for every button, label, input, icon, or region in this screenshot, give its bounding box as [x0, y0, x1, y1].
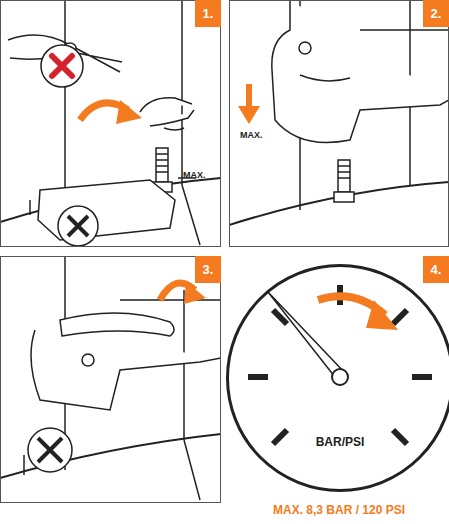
gauge-ticks — [248, 285, 432, 444]
pressure-limit-caption: MAX. 8,3 BAR / 120 PSI — [229, 503, 449, 517]
max-marker: MAX. — [183, 170, 221, 180]
step-number-text: 3. — [203, 262, 214, 277]
step-number: 4. — [423, 256, 449, 283]
gauge-unit: BAR/PSI — [316, 435, 365, 449]
panel-frame — [1, 1, 449, 503]
panel-one-art — [0, 0, 221, 246]
step-number-text: 2. — [431, 6, 442, 21]
step-number: 1. — [195, 0, 221, 27]
step-number: 3. — [195, 256, 221, 283]
panel-two-art — [229, 0, 449, 225]
step-number-text: 4. — [431, 262, 442, 277]
step-number: 2. — [423, 0, 449, 27]
step-number-text: 1. — [203, 6, 214, 21]
max-marker: MAX. — [240, 130, 276, 140]
pressure-gauge: BAR/PSI — [226, 264, 449, 492]
gauge-needle — [268, 292, 398, 385]
panel-three-art — [0, 256, 221, 500]
